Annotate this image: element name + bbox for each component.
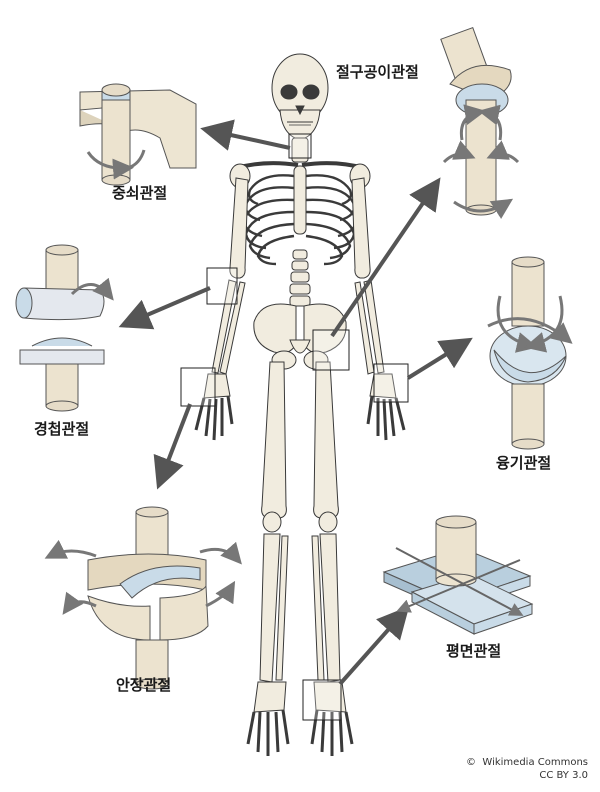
plane-joint-illustration [382,515,534,635]
skeleton [194,53,406,756]
pointer-arrows [118,119,473,686]
condyloid-joint-illustration [487,256,573,450]
ball-socket-joint-box [312,329,350,371]
joint-highlight-boxes [180,133,409,721]
copyright-icon: © [466,757,477,768]
label-plane-joint: 평면관절 [446,642,502,660]
arrow-to-pivot [200,119,291,151]
right-foot [310,681,354,756]
label-saddle-joint: 안장관절 [116,676,172,694]
condyloid-joint-box [373,363,409,403]
ball-socket-joint-illustration [440,26,520,219]
plane-joint-box [302,679,342,721]
pivot-joint-illustration [79,83,197,186]
pivot-joint-box [288,133,312,159]
arrow-to-saddle [153,403,192,490]
arrow-to-condyloid [406,337,473,380]
saddle-joint-box [180,367,216,407]
arrow-to-ball-socket [330,177,441,338]
credit-source: Wikimedia Commons [482,757,588,768]
credit-license: CC BY 3.0 [539,770,588,781]
image-credit: © Wikimedia Commons CC BY 3.0 [466,756,588,782]
label-condyloid-joint: 융기관절 [496,454,552,472]
label-ball-socket-joint: 절구공이관절 [336,63,419,81]
right-hand [366,373,406,441]
arrow-to-plane [338,606,410,686]
label-pivot-joint: 중쇠관절 [112,184,168,202]
saddle-joint-illustration [44,506,242,690]
hinge-joint-illustration [15,244,114,412]
arrow-to-hinge [118,286,211,330]
left-hand [194,373,234,441]
label-hinge-joint: 경첩관절 [34,420,90,438]
left-foot [246,681,290,756]
hinge-joint-box [206,267,238,305]
skull [271,53,329,141]
